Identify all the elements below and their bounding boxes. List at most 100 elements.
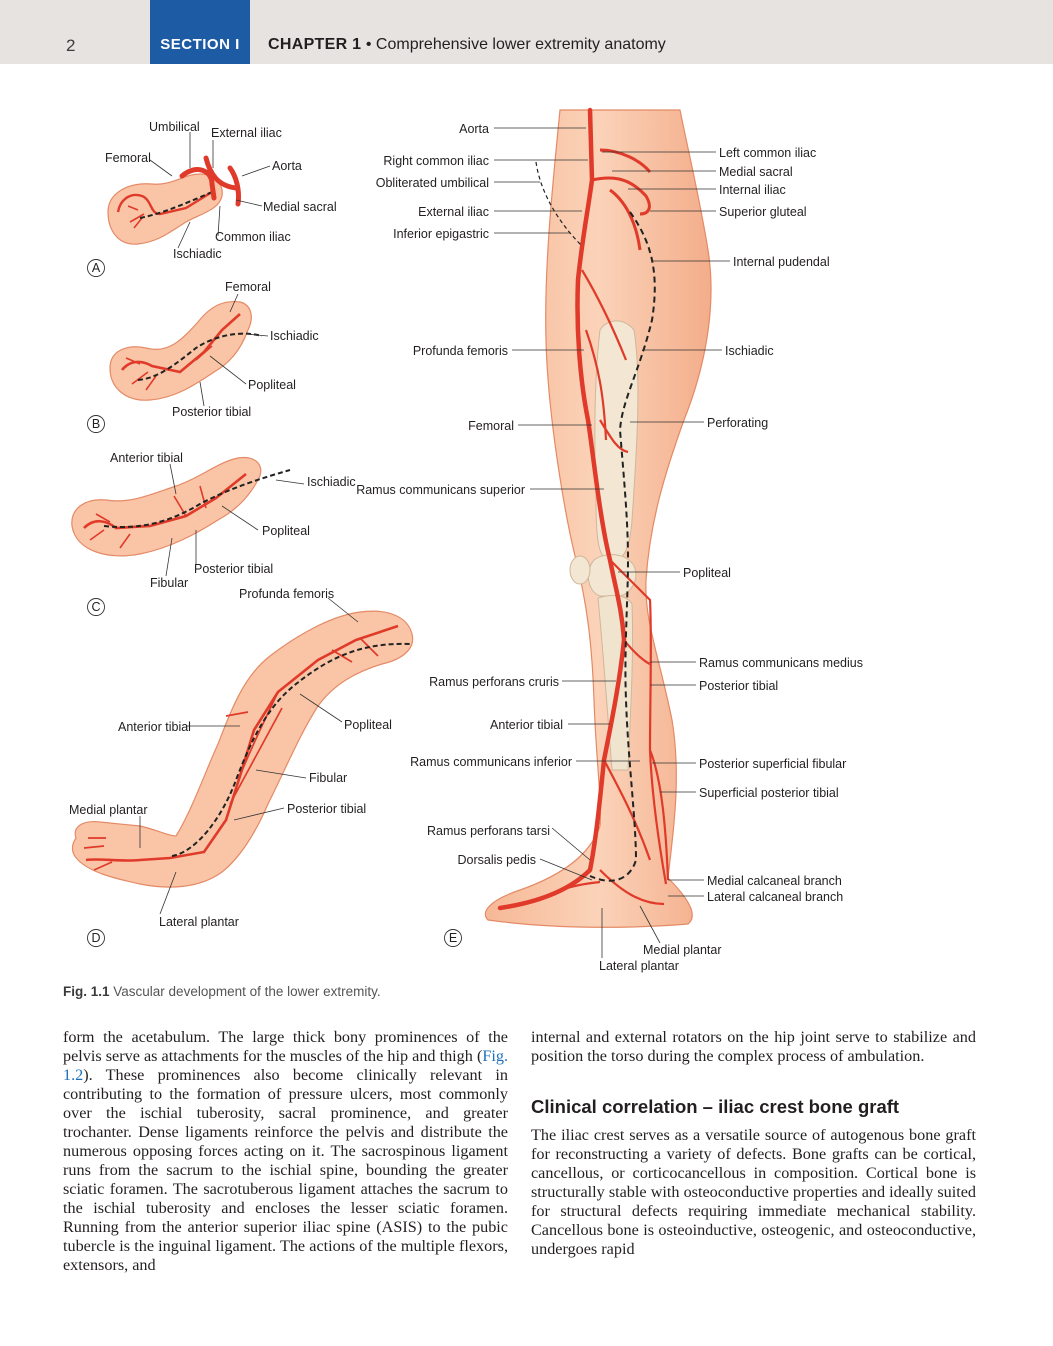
label-b-popliteal: Popliteal	[248, 378, 296, 392]
label-e-perforating: Perforating	[707, 416, 768, 430]
patella	[569, 555, 591, 585]
figure-labels: A B C D E Umbilical External iliac Femor…	[69, 120, 863, 973]
embryo-limb-bud-a	[107, 173, 223, 245]
label-e-profunda-femoris: Profunda femoris	[413, 344, 508, 358]
label-e-internal-pudendal: Internal pudendal	[733, 255, 830, 269]
label-e-medial-plantar: Medial plantar	[643, 943, 722, 957]
panel-marker-a	[87, 259, 105, 277]
ischiadic-dashed-e	[589, 211, 656, 882]
panel-d	[71, 597, 414, 947]
label-c-ischiadic: Ischiadic	[307, 475, 356, 489]
panel-letter-e: E	[449, 931, 457, 945]
label-a-external-iliac: External iliac	[211, 126, 282, 140]
label-e-ramus-communicans-inferior: Ramus communicans inferior	[410, 755, 572, 769]
label-e-ramus-communicans-medius: Ramus communicans medius	[699, 656, 863, 670]
label-e-aorta: Aorta	[459, 122, 489, 136]
label-e-posterior-tibial: Posterior tibial	[699, 679, 778, 693]
label-e-superficial-posterior-tibial: Superficial posterior tibial	[699, 786, 839, 800]
leg-branches-e	[539, 269, 670, 906]
page-number: 2	[66, 36, 76, 55]
body-paragraph: The iliac crest serves as a versatile so…	[531, 1126, 976, 1258]
embryo-limb-c	[71, 456, 262, 557]
panel-e	[444, 107, 730, 958]
label-e-ramus-perforans-cruris: Ramus perforans cruris	[429, 675, 559, 689]
label-a-medial-sacral: Medial sacral	[263, 200, 337, 214]
panel-letter-d: D	[91, 931, 100, 945]
body-paragraph: form the acetabulum. The large thick bon…	[63, 1028, 508, 1274]
label-c-popliteal: Popliteal	[262, 524, 310, 538]
panel-letter-a: A	[92, 261, 101, 275]
label-d-lateral-plantar: Lateral plantar	[159, 915, 239, 929]
figure-caption: Fig. 1.1 Vascular development of the low…	[63, 984, 381, 999]
section-heading: Clinical correlation – iliac crest bone …	[531, 1096, 900, 1117]
label-e-inferior-epigastric: Inferior epigastric	[393, 227, 489, 241]
chapter-number: CHAPTER 1	[268, 36, 362, 53]
label-e-medial-calcaneal-branch: Medial calcaneal branch	[707, 874, 842, 888]
iliac-branches-e	[591, 148, 652, 251]
label-d-anterior-tibial: Anterior tibial	[118, 720, 191, 734]
body-column-right: internal and external rotators on the hi…	[531, 1028, 976, 1259]
ischiadic-dashed-c	[103, 469, 291, 529]
label-e-anterior-tibial: Anterior tibial	[490, 718, 563, 732]
chapter-name: Comprehensive lower extremity anatomy	[375, 36, 666, 53]
femur-bone	[594, 320, 639, 563]
label-a-femoral: Femoral	[105, 151, 151, 165]
body-paragraph: internal and external rotators on the hi…	[531, 1028, 976, 1065]
ischiadic-dashed-d	[171, 642, 411, 857]
panel-marker-d	[87, 929, 105, 947]
section-label: SECTION I	[160, 36, 240, 53]
label-a-common-iliac: Common iliac	[215, 230, 291, 244]
label-d-medial-plantar: Medial plantar	[69, 803, 148, 817]
header-bullet: •	[365, 36, 372, 53]
chapter-title: CHAPTER 1 • Comprehensive lower extremit…	[268, 36, 666, 54]
label-e-lateral-plantar: Lateral plantar	[599, 959, 679, 973]
panel-b	[87, 293, 269, 433]
panel-marker-c	[87, 598, 105, 616]
label-e-popliteal: Popliteal	[683, 566, 731, 580]
panel-a	[87, 132, 271, 277]
figure-vascular-development: A B C D E Umbilical External iliac Femor…	[69, 107, 863, 973]
ischiadic-dashed-a	[139, 191, 213, 219]
caption-label: Fig. 1.1	[63, 984, 110, 999]
label-e-ramus-perforans-tarsi: Ramus perforans tarsi	[427, 824, 550, 838]
label-d-popliteal: Popliteal	[344, 718, 392, 732]
fetal-leg-d	[71, 610, 414, 888]
label-c-posterior-tibial: Posterior tibial	[194, 562, 273, 576]
artery-trunk-d	[85, 624, 399, 862]
label-e-posterior-superficial-fibular: Posterior superficial fibular	[699, 757, 846, 771]
obliterated-umbilical-dashed	[535, 161, 583, 247]
label-e-left-common-iliac: Left common iliac	[719, 146, 816, 160]
label-e-ischiadic: Ischiadic	[725, 344, 774, 358]
label-b-femoral: Femoral	[225, 280, 271, 294]
label-e-obliterated-umbilical: Obliterated umbilical	[376, 176, 489, 190]
label-d-profunda-femoris: Profunda femoris	[239, 587, 334, 601]
label-a-umbilical: Umbilical	[149, 120, 200, 134]
label-d-fibular: Fibular	[309, 771, 347, 785]
femoral-artery-e	[497, 107, 627, 911]
artery-vessels-b	[120, 313, 241, 374]
section-tab: SECTION I	[150, 0, 250, 64]
label-a-aorta: Aorta	[272, 159, 302, 173]
panel-c	[71, 456, 305, 616]
ischiadic-dashed-b	[137, 332, 263, 381]
body-column-left: form the acetabulum. The large thick bon…	[63, 1028, 508, 1275]
label-e-superior-gluteal: Superior gluteal	[719, 205, 807, 219]
panel-marker-b	[87, 415, 105, 433]
label-d-posterior-tibial: Posterior tibial	[287, 802, 366, 816]
label-b-posterior-tibial: Posterior tibial	[172, 405, 251, 419]
label-c-fibular: Fibular	[150, 576, 188, 590]
figure-reference-link[interactable]: Fig. 1.2	[63, 1047, 508, 1084]
label-e-internal-iliac: Internal iliac	[719, 183, 786, 197]
label-e-lateral-calcaneal-branch: Lateral calcaneal branch	[707, 890, 843, 904]
label-b-ischiadic: Ischiadic	[270, 329, 319, 343]
label-c-anterior-tibial: Anterior tibial	[110, 451, 183, 465]
embryo-limb-b	[109, 300, 252, 401]
label-e-dorsalis-pedis: Dorsalis pedis	[457, 853, 536, 867]
artery-vessels-c	[83, 472, 247, 530]
panel-letter-c: C	[91, 600, 100, 614]
label-e-ramus-communicans-superior: Ramus communicans superior	[356, 483, 525, 497]
caption-text: Vascular development of the lower extrem…	[113, 984, 381, 999]
label-a-ischiadic: Ischiadic	[173, 247, 222, 261]
label-e-medial-sacral: Medial sacral	[719, 165, 793, 179]
label-e-femoral: Femoral	[468, 419, 514, 433]
